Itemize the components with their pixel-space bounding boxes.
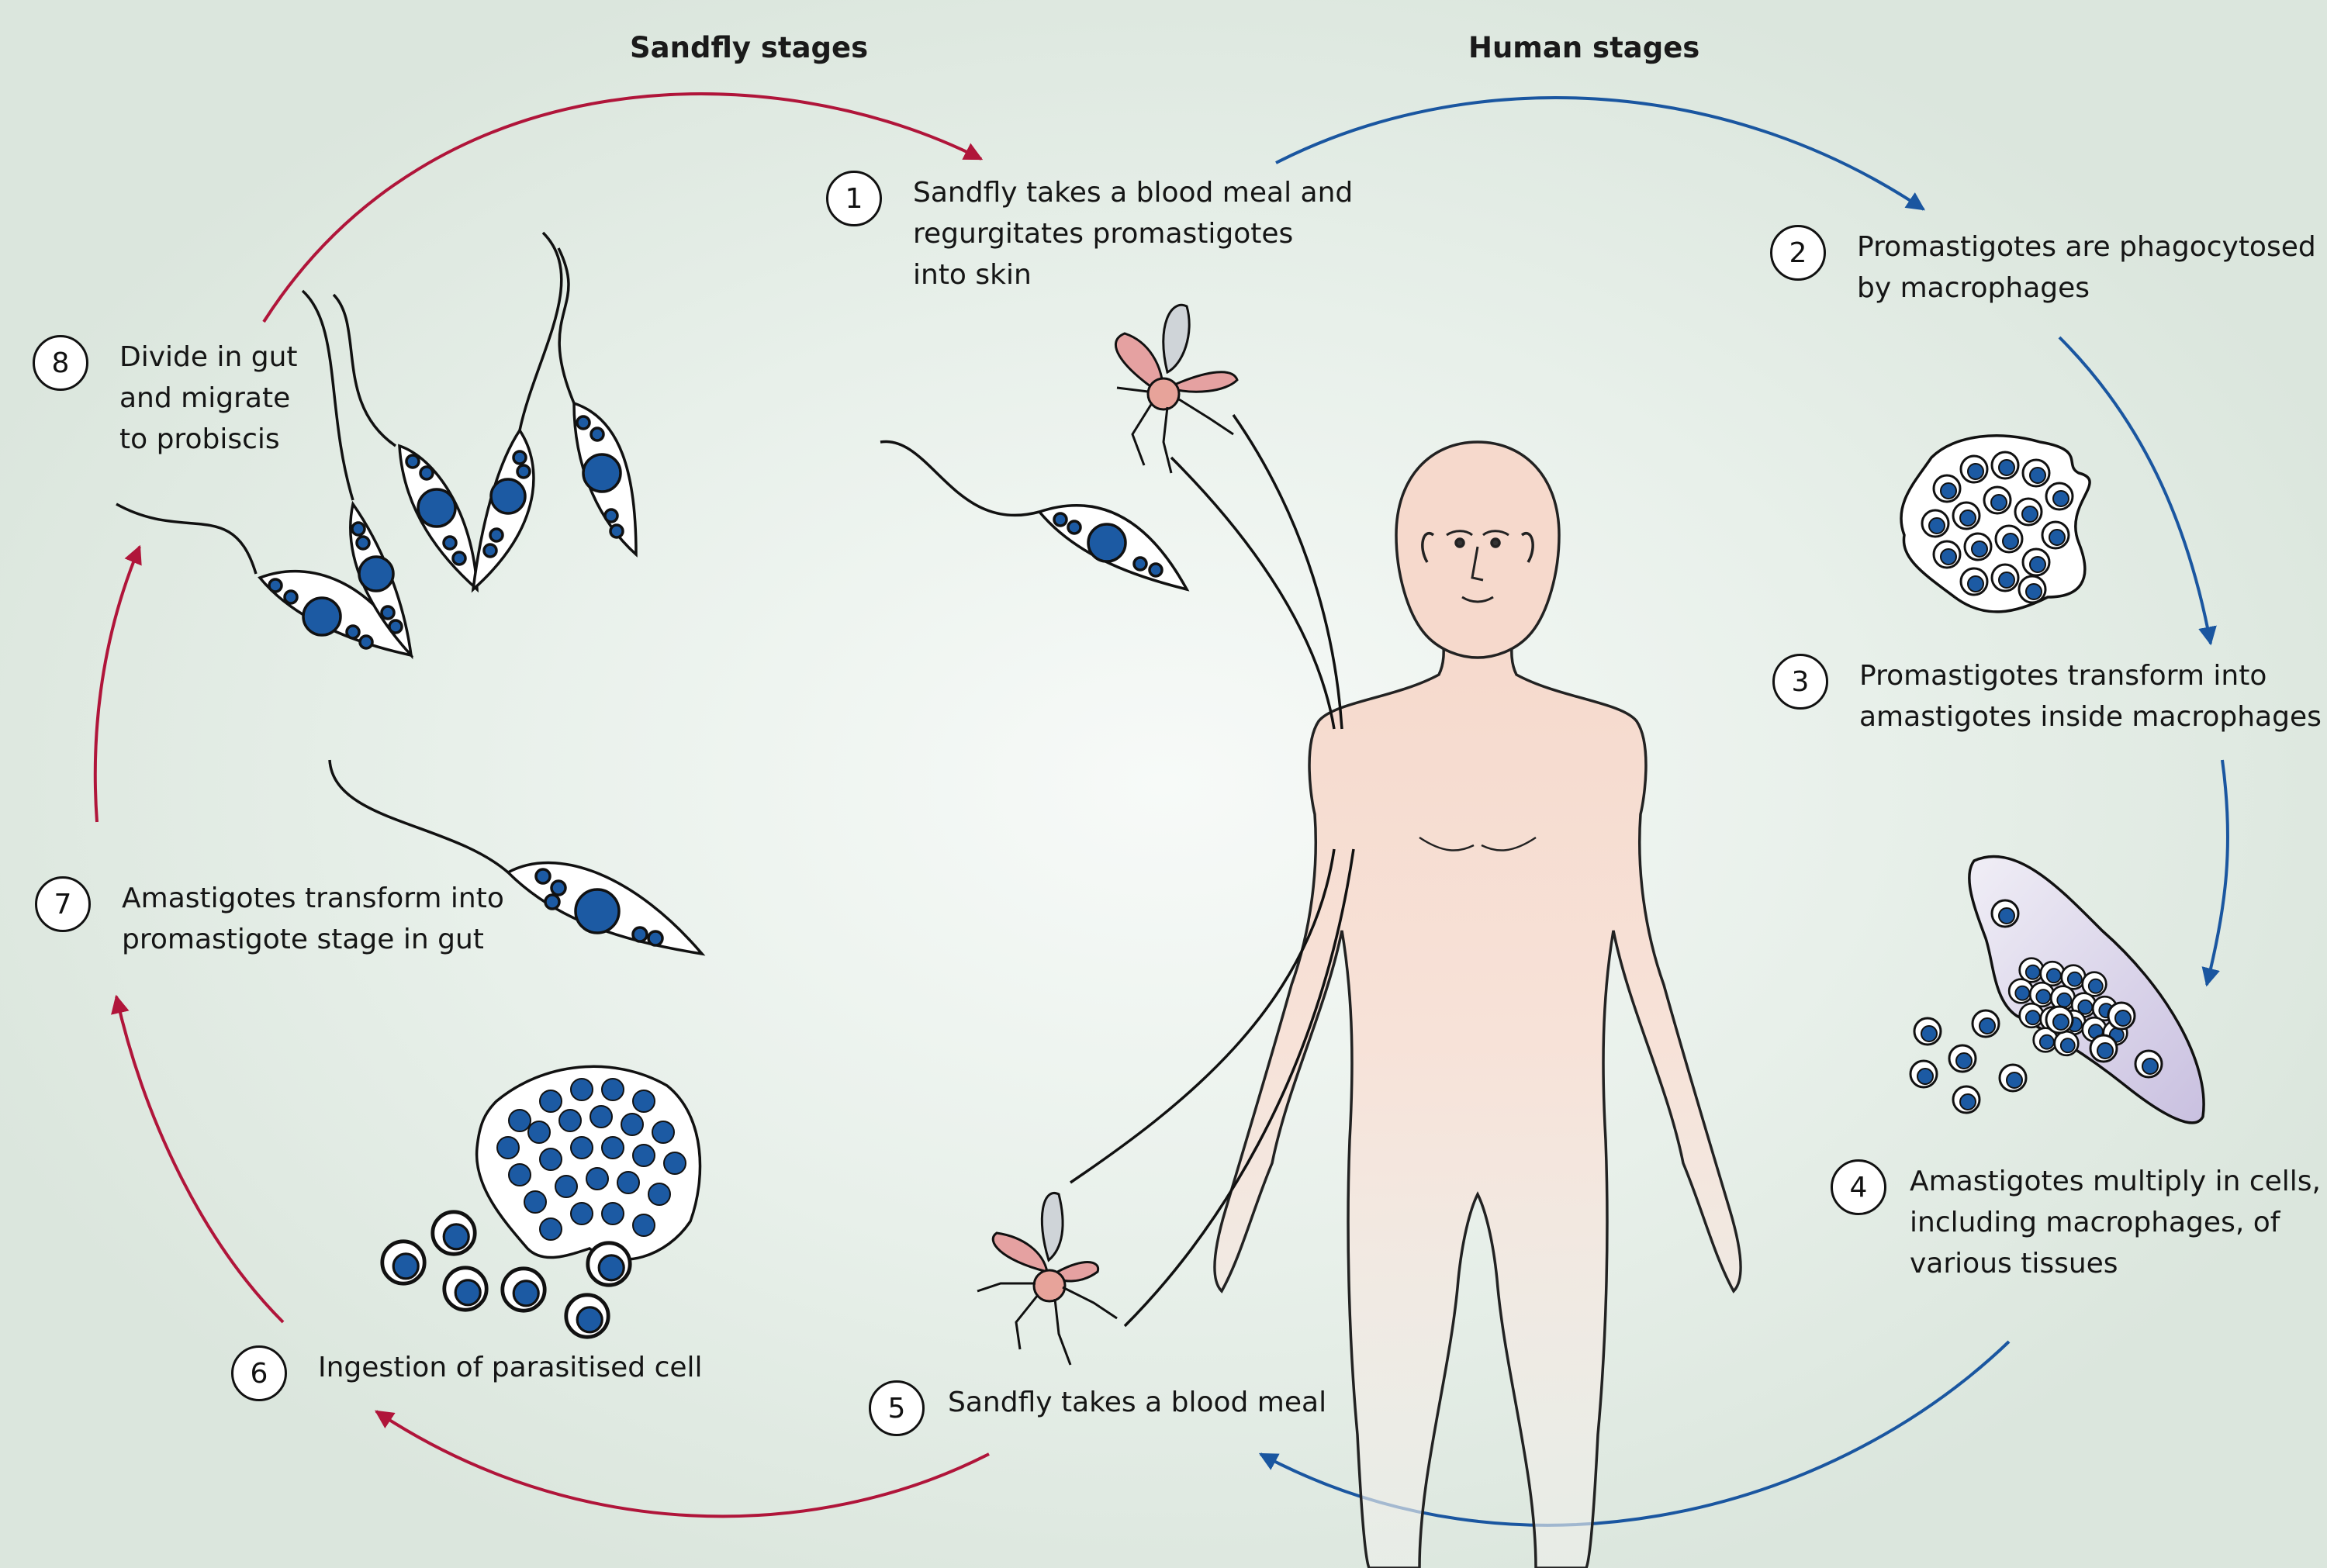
bite-lines-bottom: [1070, 848, 1355, 1328]
step-7: 7 Amastigotes transform into promastigot…: [35, 876, 504, 960]
step-1-text: Sandfly takes a blood meal and regurgita…: [913, 177, 1354, 291]
step-8-text: Divide in gut and migrate to probiscis: [119, 341, 298, 455]
arrow-6-to-7: [111, 994, 285, 1324]
sandfly-cycle-arrows: [93, 92, 990, 1518]
step-3: 3 Promastigotes transform into amastigot…: [1772, 654, 2322, 737]
step-4: 4 Amastigotes multiply in cells, includi…: [1831, 1159, 2321, 1284]
step-7-number: 7: [35, 876, 91, 932]
human-figure: [1213, 440, 1742, 1568]
human-body: [1213, 611, 1742, 1568]
arrow-3-to-4: [2201, 759, 2230, 987]
step-6-text: Ingestion of parasitised cell: [318, 1352, 703, 1383]
parasitised-cell: [382, 1065, 702, 1337]
step-4-number: 4: [1831, 1159, 1886, 1215]
step-5-text: Sandfly takes a blood meal: [948, 1387, 1327, 1418]
tissue-cell: [1909, 855, 2205, 1124]
macrophage: [1900, 434, 2091, 613]
step-8: 8 Divide in gut and migrate to probiscis: [33, 335, 298, 460]
sandfly-top: [1115, 303, 1239, 474]
step-4-text: Amastigotes multiply in cells, including…: [1910, 1166, 2321, 1280]
arrow-5-to-6: [375, 1410, 990, 1518]
step-6-number: 6: [231, 1345, 287, 1401]
step-2: 2 Promastigotes are phagocytosed by macr…: [1770, 225, 2316, 309]
promastigote-gut: [328, 759, 706, 956]
step-6: 6 Ingestion of parasitised cell: [231, 1345, 703, 1401]
parasite-grid: [496, 1078, 686, 1241]
step-1: 1 Sandfly takes a blood meal and regurgi…: [826, 171, 1353, 295]
step-5: 5 Sandfly takes a blood meal: [869, 1380, 1326, 1436]
header-sandfly-stages: Sandfly stages: [630, 31, 869, 64]
header-human-stages: Human stages: [1468, 31, 1700, 64]
bite-lines-top: [1170, 414, 1343, 730]
step-2-number: 2: [1770, 225, 1826, 281]
promastigote-skin: [880, 440, 1190, 592]
step-1-number: 1: [826, 171, 882, 226]
sandfly-bottom: [977, 1192, 1118, 1366]
arrow-8-to-1: [262, 92, 984, 323]
step-2-text: Promastigotes are phagocytosed by macrop…: [1857, 231, 2316, 304]
step-3-number: 3: [1772, 654, 1828, 710]
promastigote-cluster: [116, 231, 638, 660]
step-7-text: Amastigotes transform into promastigote …: [122, 882, 504, 955]
step-8-number: 8: [33, 335, 88, 391]
arrow-2-to-3: [2058, 336, 2217, 646]
step-3-text: Promastigotes transform into amastigotes…: [1859, 660, 2322, 733]
step-5-number: 5: [869, 1380, 925, 1436]
arrow-7-to-8: [93, 544, 142, 823]
arrow-1-to-2: [1275, 96, 1925, 211]
